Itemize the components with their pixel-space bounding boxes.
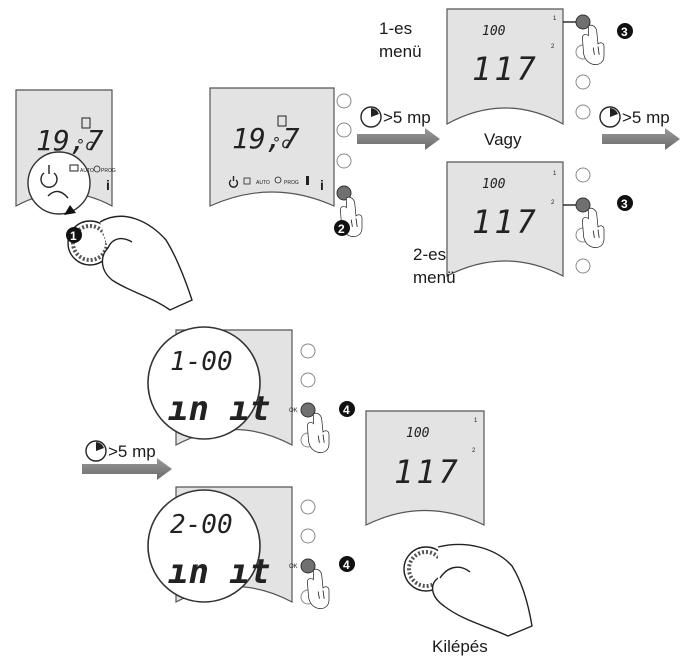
svg-text:4: 4 <box>343 403 350 417</box>
mode-prog-label: PROG <box>101 168 116 174</box>
menu2-button-pressed[interactable] <box>575 197 591 213</box>
unit-display: °c <box>76 136 94 154</box>
timer-icon <box>93 165 101 173</box>
init-word-1: ın ıt <box>168 389 270 429</box>
init-word-2: ın ıt <box>168 552 270 592</box>
temperature-display: 19,7 <box>36 124 104 157</box>
or-label: Vagy <box>484 130 522 149</box>
hold-arrow-3: >5 mp <box>82 440 172 480</box>
hold-time-label-3: >5 mp <box>108 442 156 461</box>
ok-label-1: OK <box>289 408 298 414</box>
clock-icon <box>69 164 79 172</box>
menu2-button-4[interactable] <box>575 258 591 274</box>
menu2-button-1[interactable] <box>575 167 591 183</box>
init1-button-1[interactable] <box>300 343 316 359</box>
finger-press-icon <box>47 190 69 199</box>
value-display-1: 117 <box>472 50 539 88</box>
rotate-arrow-icon <box>64 205 76 215</box>
hand-press-icon-4a <box>306 412 330 454</box>
code-display-exit: 100 <box>406 426 430 441</box>
hand-press-icon-4b <box>306 568 330 610</box>
menu1-label-line2: menü <box>379 42 422 61</box>
step-badge-4a <box>339 401 355 417</box>
info-icon-2: i <box>320 177 324 193</box>
svg-text:2: 2 <box>338 222 345 236</box>
init2-button-1[interactable] <box>300 499 316 515</box>
side-button-1[interactable] <box>336 93 352 109</box>
menu1-button-4[interactable] <box>575 104 591 120</box>
mode-auto-label-2: AUTO <box>256 180 270 186</box>
svg-text:1: 1 <box>474 418 478 424</box>
menu1-button-pressed[interactable] <box>575 14 591 30</box>
svg-text:1: 1 <box>553 16 557 22</box>
side-button-4-pressed[interactable] <box>336 185 352 201</box>
clock-icon-2 <box>243 177 251 185</box>
menu1-button-3[interactable] <box>575 74 591 90</box>
code-display-1: 100 <box>482 24 506 39</box>
svg-text:1: 1 <box>70 229 77 243</box>
ok-label-2: OK <box>289 564 298 570</box>
device-step-1: 19,7 °c AUTO PROG i 1 <box>15 89 193 311</box>
device-menu-1: 1-es menü 100 117 1 2 3 <box>379 8 633 126</box>
hold-time-label-1: >5 mp <box>383 108 431 127</box>
svg-text:1: 1 <box>553 171 557 177</box>
init-code-1: 1-00 <box>170 347 233 377</box>
hold-arrow-1: >5 mp <box>357 106 440 150</box>
hand-press-icon-3a <box>581 24 605 66</box>
hold-arrow-2: >5 mp <box>599 106 680 150</box>
power-icon <box>40 165 58 188</box>
house-icon <box>81 117 91 129</box>
power-icon-2 <box>228 176 239 188</box>
svg-text:2: 2 <box>551 200 555 206</box>
mode-auto-label: AUTO <box>80 168 94 174</box>
svg-text:3: 3 <box>621 25 628 39</box>
menu2-label-line1: 2-es <box>413 245 446 264</box>
unit-display-2: °c <box>272 134 290 152</box>
svg-text:2: 2 <box>472 448 476 454</box>
thermometer-icon-2 <box>306 176 309 185</box>
arrow-right-icon-3 <box>82 458 172 480</box>
temperature-display-2: 19,7 <box>232 122 300 155</box>
init1-button-2[interactable] <box>300 372 316 388</box>
device-menu-2: 100 117 1 2 3 2-es menü <box>413 161 633 287</box>
side-button-2[interactable] <box>336 122 352 138</box>
magnifier-circle-init-1 <box>147 326 261 440</box>
device-step-2: 19,7 °c AUTO PROG i 2 <box>209 87 363 238</box>
ok-button-1[interactable] <box>300 402 316 418</box>
svg-text:2: 2 <box>551 44 555 50</box>
svg-text:3: 3 <box>621 197 628 211</box>
svg-text:4: 4 <box>343 558 350 572</box>
menu1-label-line1: 1-es <box>379 19 412 38</box>
step-badge-4b <box>339 556 355 572</box>
side-button-3[interactable] <box>336 153 352 169</box>
code-display-2: 100 <box>482 177 506 192</box>
magnifier-circle-init-2 <box>147 489 261 603</box>
exit-label: Kilépés <box>432 637 488 656</box>
menu2-label-line2: menü <box>413 268 456 287</box>
exit-dial-hand-icon <box>403 543 533 637</box>
value-display-2: 117 <box>472 203 539 241</box>
dial-hand-icon <box>67 215 193 311</box>
timer-icon-2 <box>274 176 282 184</box>
arrow-right-icon <box>357 128 440 150</box>
hold-time-label-2: >5 mp <box>622 108 670 127</box>
arrow-right-icon-2 <box>602 128 680 150</box>
device-exit: 100 117 1 2 Kilépés <box>365 410 533 656</box>
init-code-2: 2-00 <box>170 510 233 540</box>
device-init-2: 2-00 ın ıt OK 4 <box>147 486 355 610</box>
step-badge-3a <box>617 23 633 39</box>
mode-prog-label-2: PROG <box>284 180 299 186</box>
house-icon-2 <box>277 115 287 127</box>
step-badge-2 <box>334 220 350 236</box>
step-badge-1 <box>66 227 82 243</box>
value-display-exit: 117 <box>394 453 461 491</box>
ok-button-2[interactable] <box>300 558 316 574</box>
init2-button-2[interactable] <box>300 528 316 544</box>
step-badge-3b <box>617 195 633 211</box>
magnifier-circle <box>27 151 91 215</box>
device-init-1: 1-00 ın ıt OK 4 <box>147 326 355 454</box>
info-icon: i <box>106 177 110 193</box>
hand-press-icon-3b <box>581 207 605 249</box>
